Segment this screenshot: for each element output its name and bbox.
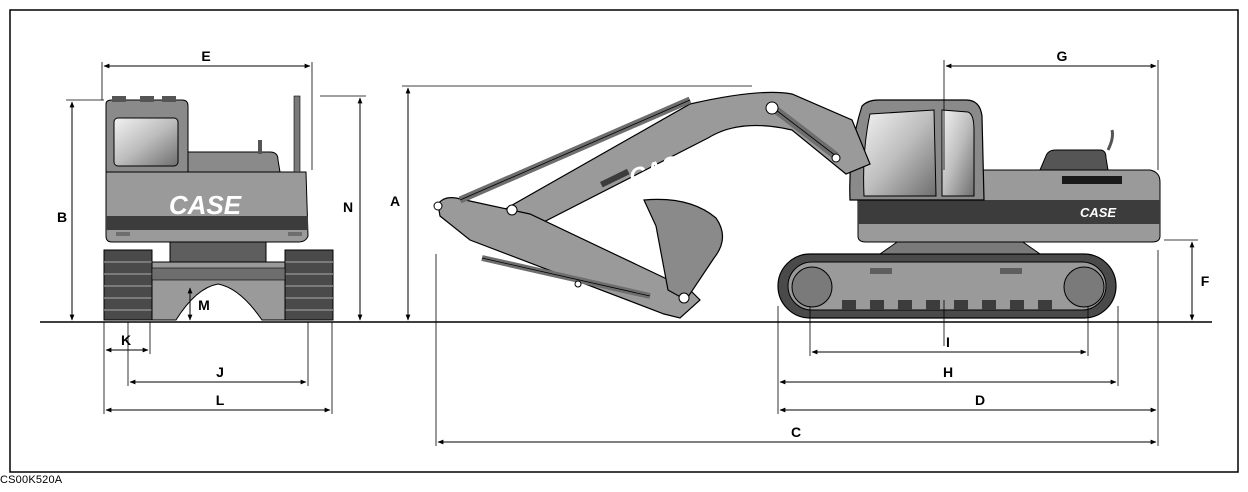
dim-label-n: N bbox=[343, 199, 353, 215]
dim-label-k: K bbox=[121, 332, 131, 348]
dimension-labels: E B N M A G F K J L I H D C bbox=[57, 48, 1210, 440]
idler-wheel bbox=[791, 266, 833, 308]
figure-frame bbox=[9, 9, 1239, 473]
side-cab-window bbox=[863, 109, 937, 197]
front-swing-bearing bbox=[169, 239, 267, 263]
dim-label-d: D bbox=[975, 392, 985, 408]
dim-label-b: B bbox=[57, 209, 67, 225]
dim-label-h: H bbox=[943, 364, 953, 380]
dim-label-j: J bbox=[216, 364, 224, 380]
dim-label-e: E bbox=[201, 48, 210, 64]
dim-label-m: M bbox=[198, 297, 210, 313]
side-brand-logo: CASE bbox=[1080, 205, 1116, 220]
sprocket-wheel bbox=[1063, 266, 1105, 308]
figure-code: CS00K520A bbox=[0, 474, 63, 486]
dim-label-a: A bbox=[390, 193, 400, 209]
front-view-excavator: CASE bbox=[103, 95, 334, 321]
dimension-lines bbox=[66, 60, 1198, 446]
side-view-excavator: CASE CASE bbox=[433, 91, 1161, 319]
front-cab-window bbox=[113, 117, 179, 167]
dim-label-f: F bbox=[1201, 273, 1210, 289]
side-arm bbox=[437, 197, 701, 319]
dim-label-c: C bbox=[791, 424, 801, 440]
dim-label-g: G bbox=[1057, 48, 1068, 64]
dim-label-l: L bbox=[216, 392, 225, 408]
side-bucket bbox=[643, 198, 724, 301]
front-brand-logo: CASE bbox=[169, 190, 242, 220]
dim-label-i: I bbox=[946, 334, 950, 350]
